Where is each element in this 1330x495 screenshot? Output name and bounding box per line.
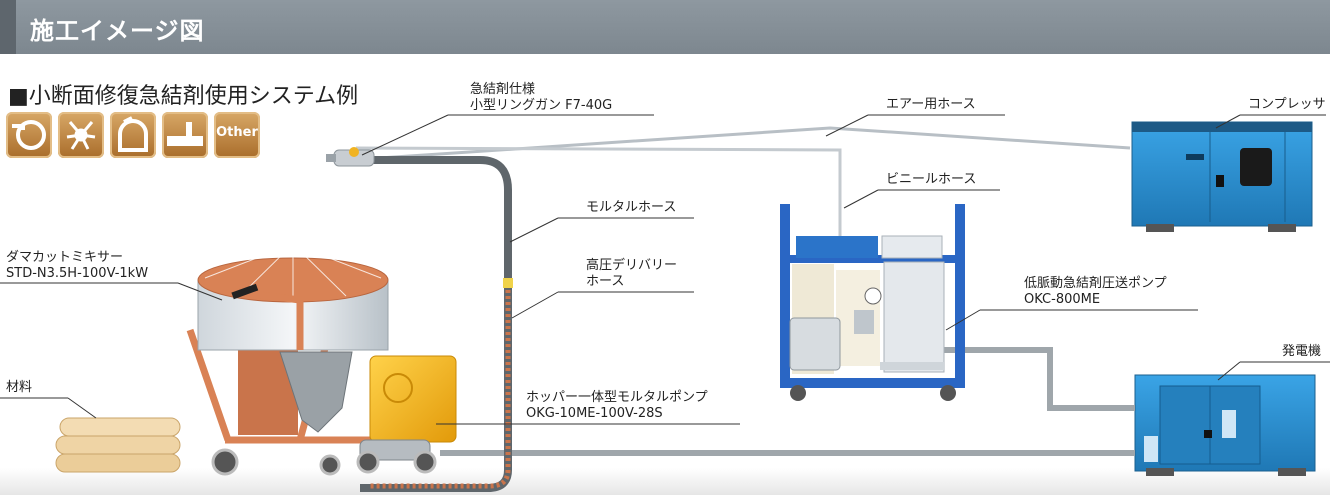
delivery-hose-label: 高圧デリバリー ホース xyxy=(586,258,677,290)
hopper-mortar-pump xyxy=(279,351,457,474)
mortar-hose xyxy=(360,156,512,492)
air-hose xyxy=(349,126,1131,162)
low-pulse-pump-label: 低脈動急結剤圧送ポンプ OKC-800ME xyxy=(1024,276,1167,308)
accelerator-spec-title: 急結剤仕様 xyxy=(470,82,536,97)
delivery-hose-title: 高圧デリバリー xyxy=(586,258,678,273)
floor xyxy=(0,468,1330,495)
compressor-label: コンプレッサ xyxy=(1248,97,1326,112)
delivery-hose-subtitle: ホース xyxy=(586,274,625,289)
damacut-mixer xyxy=(186,243,389,476)
other-icon-label: Other xyxy=(216,125,258,140)
pipe-section-icon xyxy=(162,112,208,158)
horseshoe-section-icon xyxy=(110,112,156,158)
accelerator-pump-cart xyxy=(780,204,965,401)
material-label: 材料 xyxy=(6,380,33,395)
diagram-subtitle: ■小断面修復急結剤使用システム例 xyxy=(8,84,359,109)
material-bags xyxy=(55,417,181,473)
header-accent-bar xyxy=(0,0,16,54)
hose-coupling xyxy=(503,278,513,288)
air-hose-label: エアー用ホース xyxy=(886,97,976,112)
mixer-model: STD-N3.5H-100V-1kW xyxy=(6,266,149,281)
mixer-name: ダマカットミキサー xyxy=(6,250,124,265)
high-pressure-delivery-hose xyxy=(370,290,511,489)
other-section-icon: Other xyxy=(214,112,260,158)
mortar-pump-name: ホッパー一体型モルタルポンプ xyxy=(526,390,708,405)
accelerator-spec-label: 急結剤仕様 小型リングガン F7-40G xyxy=(470,82,612,114)
fan-section-icon xyxy=(58,112,104,158)
compressor xyxy=(1131,121,1313,232)
low-pulse-pump-model: OKC-800ME xyxy=(1024,292,1101,307)
generator-label: 発電機 xyxy=(1282,344,1322,359)
ring-gun-model: 小型リングガン F7-40G xyxy=(470,98,613,113)
mortar-pump-label: ホッパー一体型モルタルポンプ OKG-10ME-100V-28S xyxy=(526,390,708,422)
section-header: 施工イメージ図 xyxy=(0,0,1330,54)
vinyl-hose xyxy=(355,146,842,238)
low-pulse-pump-name: 低脈動急結剤圧送ポンプ xyxy=(1024,276,1167,291)
mortar-hose-label: モルタルホース xyxy=(586,200,677,215)
page-title: 施工イメージ図 xyxy=(30,17,205,45)
vinyl-hose-label: ビニールホース xyxy=(886,172,977,187)
circular-section-icon xyxy=(6,112,52,158)
mortar-pump-model: OKG-10ME-100V-28S xyxy=(526,406,663,421)
generator xyxy=(1134,374,1316,476)
generator-cable xyxy=(940,347,1135,411)
leader-lines xyxy=(0,114,1330,425)
mixer-label: ダマカットミキサー STD-N3.5H-100V-1kW xyxy=(6,250,148,282)
ring-gun xyxy=(326,147,375,167)
